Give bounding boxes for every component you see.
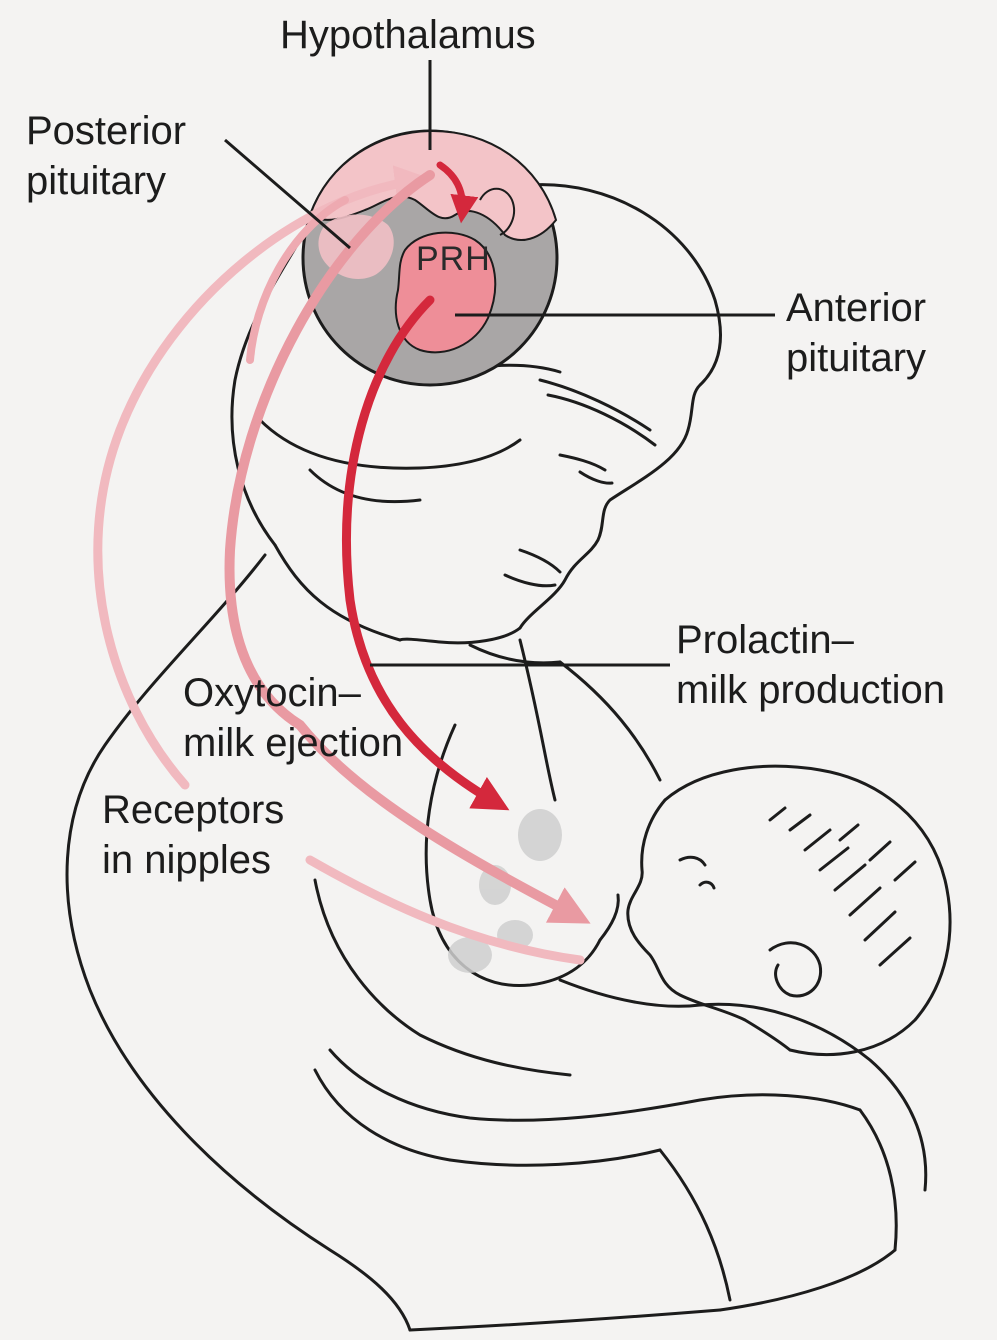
label-posterior-pituitary: Posterior pituitary xyxy=(26,106,186,206)
infant-figure xyxy=(628,766,950,1054)
label-hypothalamus: Hypothalamus xyxy=(280,10,536,60)
label-prh: PRH xyxy=(416,240,491,279)
label-prolactin: Prolactin– milk production xyxy=(676,615,945,715)
label-anterior-pituitary: Anterior pituitary xyxy=(786,283,926,383)
label-oxytocin: Oxytocin– milk ejection xyxy=(183,668,403,768)
label-receptors: Receptors in nipples xyxy=(102,785,284,885)
